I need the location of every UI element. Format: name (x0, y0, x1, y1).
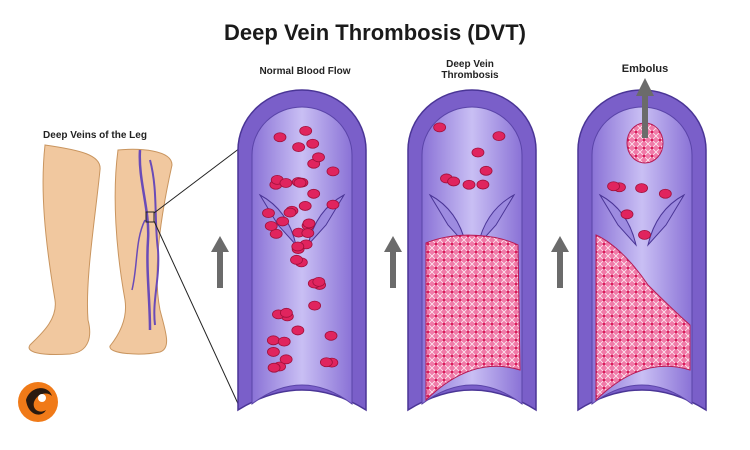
thrombus (595, 234, 691, 402)
blood-cell (635, 183, 648, 194)
blood-cell (267, 362, 281, 373)
up-arrow-icon (211, 236, 229, 288)
blood-cell (293, 177, 307, 188)
blood-cell (302, 218, 316, 229)
panel-label-normal: Normal Blood Flow (259, 66, 351, 77)
blood-cell (312, 152, 325, 163)
blood-cell (307, 188, 321, 199)
blood-cell (279, 307, 293, 318)
panel-label-dvt: Deep Vein Thrombosis (441, 59, 499, 81)
blood-cell (447, 176, 461, 187)
blood-cell (273, 132, 287, 143)
vein-normal (237, 89, 367, 412)
leg-illustration (28, 144, 241, 409)
embolus-arrow-icon (636, 78, 654, 138)
zoom-box (145, 211, 155, 223)
logo-icon (18, 382, 58, 422)
up-arrow-icon (384, 236, 402, 288)
blood-cell (312, 276, 326, 287)
blood-cell (658, 188, 672, 199)
blood-cell (269, 228, 283, 239)
blood-cell (301, 228, 315, 238)
blood-cell (292, 142, 306, 152)
blood-cell (462, 179, 476, 190)
blood-cell (308, 300, 322, 311)
diagram-title: Deep Vein Thrombosis (DVT) (224, 20, 526, 45)
blood-cell (276, 216, 290, 227)
blood-cell (607, 181, 620, 192)
blood-cell (326, 166, 340, 177)
up-arrow-icon (551, 236, 569, 288)
blood-cell (306, 138, 320, 149)
blood-cell (266, 335, 280, 346)
leg-label: Deep Veins of the Leg (43, 130, 147, 141)
blood-cell (279, 354, 293, 365)
blood-cell (471, 147, 485, 158)
blood-cell (319, 357, 333, 368)
blood-cell (433, 122, 447, 133)
blood-cell (267, 347, 280, 357)
blood-cell (620, 209, 634, 220)
blood-cell (326, 199, 340, 210)
thrombus (425, 234, 521, 402)
blood-cell (298, 201, 312, 211)
blood-cell (264, 221, 278, 231)
blood-cell (283, 207, 297, 218)
blood-cell (492, 131, 506, 142)
blood-cell (299, 126, 313, 136)
blood-cell (291, 241, 305, 252)
blood-cell (638, 229, 651, 240)
panel-label-embolus: Embolus (621, 63, 669, 75)
blood-cell (479, 165, 493, 176)
vein-dvt (407, 89, 537, 412)
blood-cell (262, 208, 275, 219)
blood-cell (324, 330, 338, 341)
vein-embolus (577, 89, 707, 412)
blood-cell (476, 179, 490, 190)
blood-cell (290, 254, 303, 265)
blood-cell (279, 178, 293, 188)
blood-cell (291, 325, 305, 336)
blood-cell (277, 336, 291, 347)
